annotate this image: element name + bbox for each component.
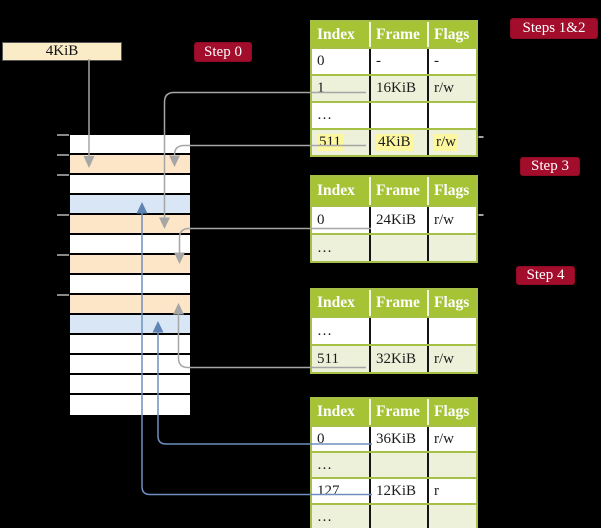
badge-step-4: Step 4 (516, 266, 575, 285)
table-row: 1 16KiB r/w (312, 74, 476, 101)
column-header-flags: Flags (427, 177, 476, 205)
column-header-flags: Flags (427, 290, 476, 316)
table-row-ellipsis: … (312, 316, 476, 344)
memory-frame-row-4KiB (70, 155, 190, 175)
memory-frame-row (70, 235, 190, 255)
address-tick (57, 134, 69, 136)
address-tick (57, 254, 69, 256)
memory-frame-row (70, 135, 190, 155)
memory-frame-row (70, 275, 190, 295)
page-table-final-level: Index Frame Flags 0 36KiB r/w … 127 12Ki… (310, 397, 478, 528)
column-header-frame: Frame (369, 177, 427, 205)
column-header-frame: Frame (369, 399, 427, 425)
memory-frame-row-16KiB (70, 215, 190, 235)
page-table-steps-1-2: Index Frame Flags 0 - - 1 16KiB r/w … 51… (310, 20, 478, 157)
memory-frame-row-32KiB (70, 295, 190, 315)
memory-frame-row (70, 395, 190, 415)
memory-frame-row (70, 355, 190, 375)
table-header-row: Index Frame Flags (312, 399, 476, 425)
memory-frame-row-24KiB (70, 255, 190, 275)
memory-frame-row-36KiB (70, 315, 190, 335)
address-tick (57, 154, 69, 156)
memory-frame-row-12KiB (70, 195, 190, 215)
page-table-step-4: Index Frame Flags … 511 32KiB r/w (310, 288, 478, 374)
table-row: 0 36KiB r/w (312, 425, 476, 451)
free-frame-label-box: 4KiB (2, 42, 122, 61)
address-tick (57, 214, 69, 216)
memory-frame-row (70, 335, 190, 355)
table-row-highlighted: 511 4KiB r/w (312, 128, 476, 155)
table-row-ellipsis: … (312, 503, 476, 528)
address-tick (57, 294, 69, 296)
memory-frame-row (70, 375, 190, 395)
table-row-ellipsis: … (312, 451, 476, 477)
physical-memory-stack (70, 135, 190, 415)
table-row: 511 32KiB r/w (312, 344, 476, 372)
table-row: 0 24KiB r/w (312, 205, 476, 233)
table-header-row: Index Frame Flags (312, 22, 476, 47)
page-table-step-3: Index Frame Flags 0 24KiB r/w … (310, 175, 478, 263)
badge-step-3: Step 3 (520, 157, 580, 176)
memory-frame-row (70, 175, 190, 195)
badge-step-0: Step 0 (194, 42, 252, 62)
column-header-index: Index (317, 294, 355, 311)
connector-stub (478, 136, 484, 138)
table-row-ellipsis: … (312, 233, 476, 261)
column-header-flags: Flags (427, 399, 476, 425)
free-frame-label: 4KiB (45, 43, 79, 59)
column-header-index: Index (317, 25, 355, 43)
address-tick (57, 174, 69, 176)
table-row-ellipsis: … (312, 101, 476, 128)
column-header-frame: Frame (369, 22, 427, 47)
column-header-flags: Flags (427, 22, 476, 47)
column-header-frame: Frame (369, 290, 427, 316)
table-header-row: Index Frame Flags (312, 177, 476, 205)
badge-steps-1-2: Steps 1&2 (510, 18, 598, 39)
connector-stub (478, 214, 484, 216)
table-header-row: Index Frame Flags (312, 290, 476, 316)
table-row: 127 12KiB r (312, 477, 476, 503)
column-header-index: Index (317, 403, 355, 420)
table-row: 0 - - (312, 47, 476, 74)
column-header-index: Index (317, 182, 355, 199)
